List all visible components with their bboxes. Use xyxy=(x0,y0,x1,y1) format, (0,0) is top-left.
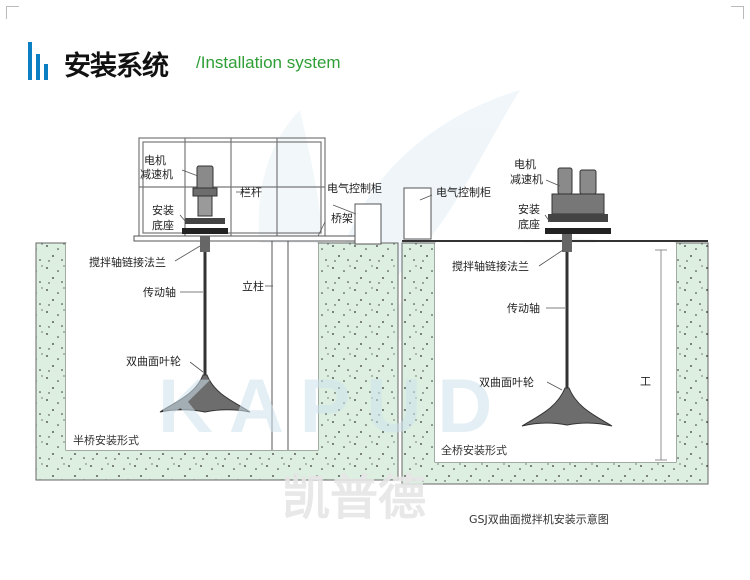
control-cabinet-right xyxy=(403,187,432,240)
label-bridge: 桥架 xyxy=(331,212,353,225)
right-tank-interior xyxy=(435,243,676,462)
label-water-level-mark: 工 xyxy=(640,375,651,388)
label-impeller-right: 双曲面叶轮 xyxy=(479,375,534,389)
caption-full-bridge: 全桥安装形式 xyxy=(441,443,507,457)
caption-half-bridge: 半桥安装形式 xyxy=(73,433,139,447)
control-cabinet-left xyxy=(354,203,382,245)
label-reducer-right: 减速机 xyxy=(510,172,543,186)
figure-caption: GSJ双曲面搅拌机安装示意图 xyxy=(469,512,609,526)
label-control-cabinet-left: 电气控制柜 xyxy=(327,181,382,195)
mixer-left xyxy=(159,165,251,413)
label-flange-left: 搅拌轴链接法兰 xyxy=(89,255,166,269)
header-bar-icon xyxy=(44,64,48,80)
header-bar-icon xyxy=(36,54,40,80)
label-flange-right: 搅拌轴链接法兰 xyxy=(452,259,529,273)
label-shaft-right: 传动轴 xyxy=(507,301,540,315)
watermark-chinese: 凯普德 xyxy=(282,470,426,526)
label-base-left: 安装 xyxy=(152,203,174,217)
left-tank-interior xyxy=(66,243,318,450)
depth-dimension-line xyxy=(655,249,667,461)
label-base-right: 安装 xyxy=(518,202,540,216)
page-title: 安装系统 xyxy=(64,51,169,82)
watermark-latin: KAPUD xyxy=(158,364,508,449)
label-impeller-left: 双曲面叶轮 xyxy=(126,354,181,368)
label-motor-left: 电机 xyxy=(144,153,166,167)
header-bar-icon xyxy=(28,42,32,80)
page-subtitle: /Installation system xyxy=(196,53,341,72)
bridge-deck xyxy=(133,235,361,242)
label-column: 立柱 xyxy=(242,279,264,293)
label-base2-left: 底座 xyxy=(152,218,174,232)
label-motor-right: 电机 xyxy=(514,157,536,171)
label-reducer-left: 减速机 xyxy=(140,167,173,181)
support-column xyxy=(271,241,289,450)
railing-structure xyxy=(138,137,326,238)
label-railing: 栏杆 xyxy=(240,185,262,199)
corner-mark-top-left xyxy=(6,6,19,19)
label-base2-right: 底座 xyxy=(518,217,540,231)
corner-mark-top-right xyxy=(731,6,744,19)
label-control-cabinet-right: 电气控制柜 xyxy=(436,185,491,199)
label-shaft-left: 传动轴 xyxy=(143,285,176,299)
mixer-right xyxy=(521,167,613,427)
leader-lines xyxy=(174,169,565,391)
